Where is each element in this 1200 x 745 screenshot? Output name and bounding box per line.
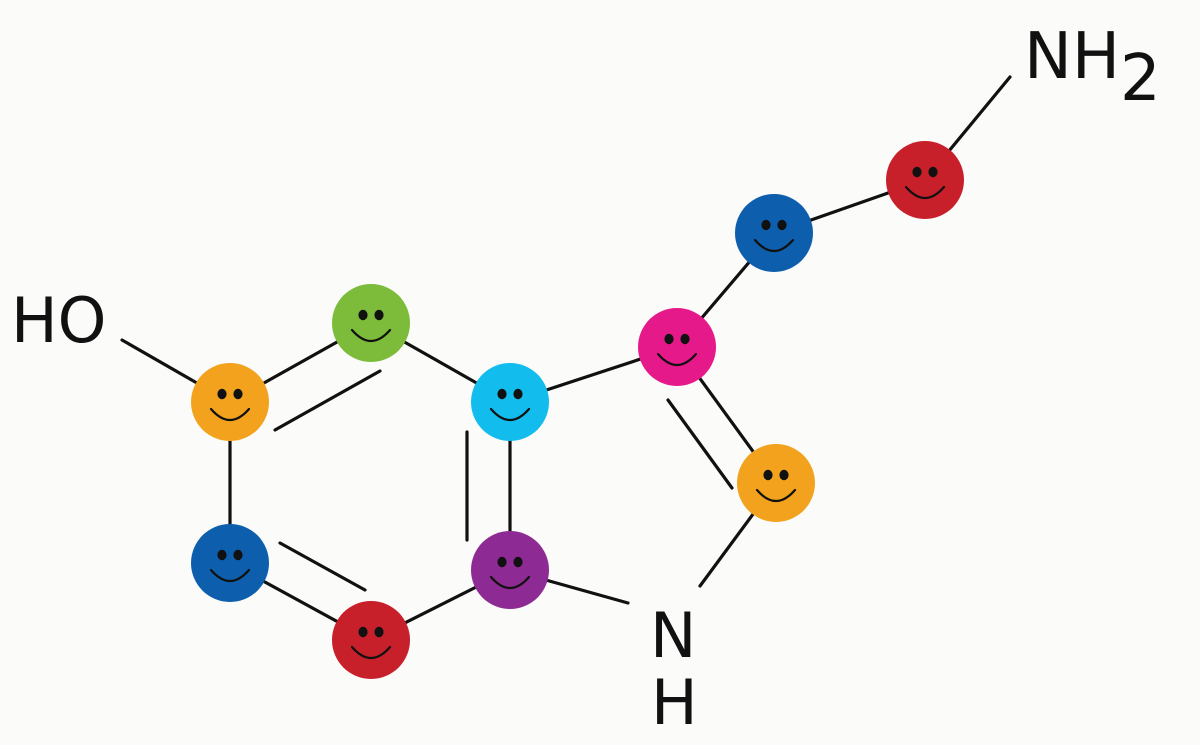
atom-face — [886, 141, 964, 219]
right-eye — [513, 556, 523, 568]
atom-face — [471, 531, 549, 609]
smile-mouth — [753, 238, 795, 253]
atom-chain-2 — [886, 141, 964, 219]
right-eye — [513, 388, 523, 400]
smile-mouth — [904, 185, 946, 200]
right-eye — [233, 549, 243, 561]
right-eye — [680, 333, 690, 345]
atom-layer — [191, 141, 964, 679]
smile-mouth — [350, 645, 392, 660]
left-eye — [664, 333, 674, 345]
atom-ring-c3 — [638, 308, 716, 386]
left-eye — [761, 219, 771, 231]
smile-mouth — [656, 352, 698, 367]
amine-label: NH2 — [1024, 20, 1161, 116]
atom-fused-bottom — [471, 531, 549, 609]
right-eye — [777, 219, 787, 231]
atom-left-carbon — [191, 524, 269, 602]
left-eye — [497, 388, 507, 400]
left-eye — [217, 388, 227, 400]
right-eye — [374, 626, 384, 638]
amine-label-main: NH — [1024, 20, 1120, 94]
atom-face — [471, 363, 549, 441]
smile-mouth — [209, 407, 251, 422]
amine-label-subscript: 2 — [1120, 42, 1161, 116]
atom-face — [638, 308, 716, 386]
atom-fused-top — [471, 363, 549, 441]
smile-mouth — [755, 488, 797, 503]
smile-mouth — [489, 575, 531, 590]
atom-chain-1 — [735, 194, 813, 272]
bond-c5-c4-double — [273, 369, 382, 432]
hydroxyl-label: HO — [11, 284, 106, 357]
right-eye — [233, 388, 243, 400]
atom-face — [735, 194, 813, 272]
atom-bottom-carbon — [332, 601, 410, 679]
smile-mouth — [209, 568, 251, 583]
bond-c3-c2-double — [666, 398, 734, 490]
atom-face — [332, 284, 410, 362]
left-eye — [912, 166, 922, 178]
right-eye — [928, 166, 938, 178]
atom-top-carbon — [332, 284, 410, 362]
bond-c7-c6-double — [278, 541, 367, 592]
left-eye — [217, 549, 227, 561]
left-eye — [497, 556, 507, 568]
right-eye — [779, 469, 789, 481]
smile-mouth — [350, 328, 392, 343]
left-eye — [358, 309, 368, 321]
right-eye — [374, 309, 384, 321]
left-eye — [358, 626, 368, 638]
smile-mouth — [489, 407, 531, 422]
indole-hydrogen-label: H — [651, 666, 698, 739]
atom-face — [191, 363, 269, 441]
atom-face — [332, 601, 410, 679]
atom-face — [737, 444, 815, 522]
indole-nitrogen-label: N — [650, 599, 696, 672]
left-eye — [763, 469, 773, 481]
atom-ring-c2 — [737, 444, 815, 522]
atom-hydroxyl-carbon — [191, 363, 269, 441]
atom-face — [191, 524, 269, 602]
